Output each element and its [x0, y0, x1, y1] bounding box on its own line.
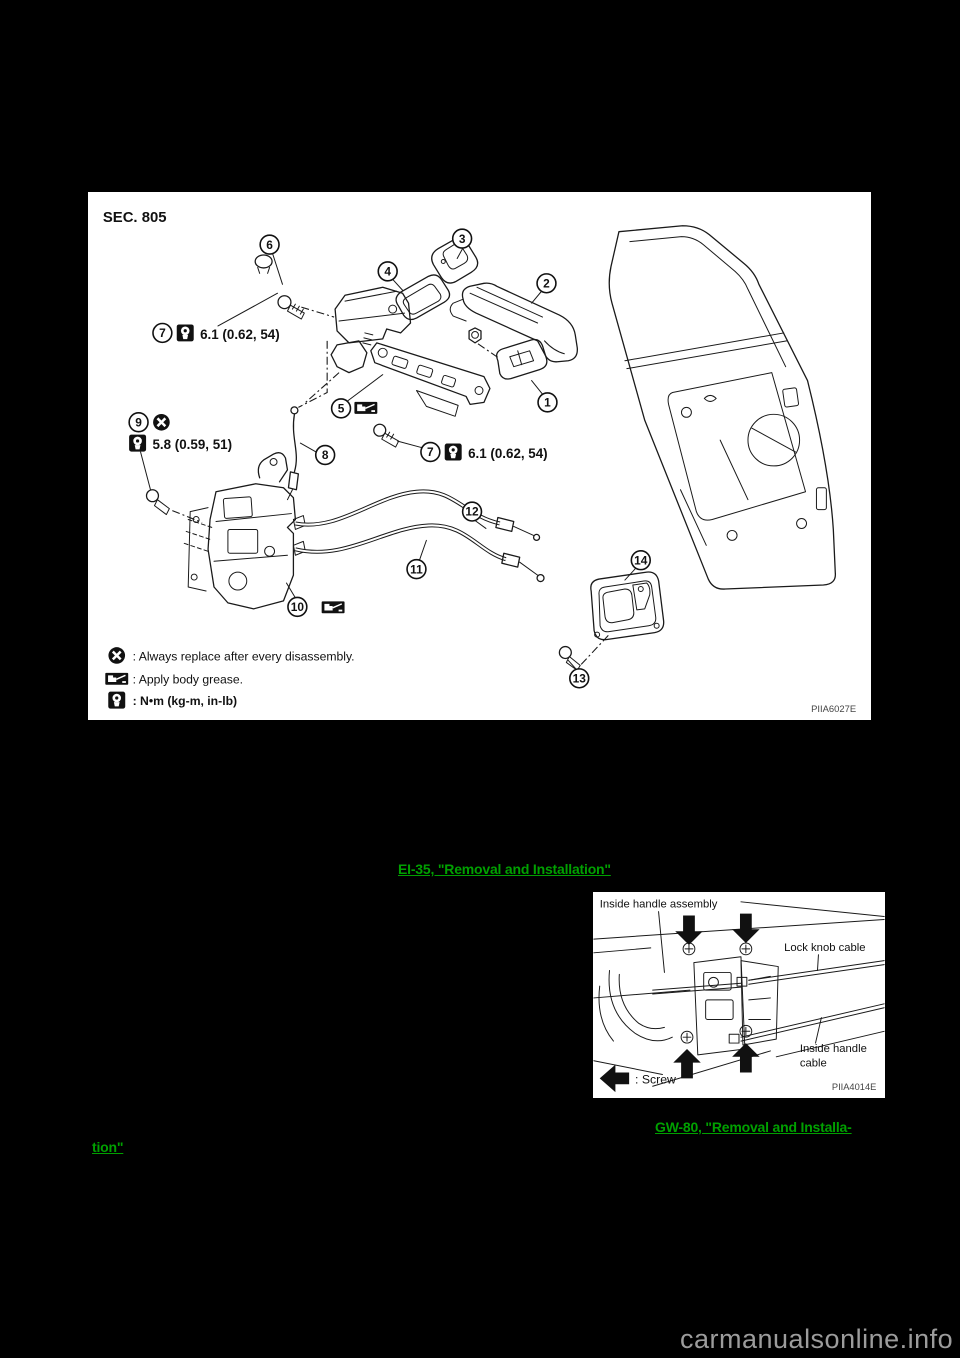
exploded-view-art: SEC. 805	[103, 210, 856, 714]
legend-torque: : N•m (kg-m, in-lb)	[133, 694, 237, 708]
main-image-id: PIIA6027E	[811, 703, 856, 714]
diagram-legend: : Always replace after every disassembly…	[104, 647, 355, 709]
callout-number-2: 2	[543, 276, 550, 290]
callout-number-7: 7	[159, 326, 166, 340]
link-gw-removal-installation-line2[interactable]: tion"	[92, 1139, 124, 1155]
callout-2	[536, 273, 557, 294]
callout-8	[314, 444, 336, 466]
lock-knob-rod-art	[286, 406, 300, 501]
callout-number-7: 7	[427, 445, 434, 459]
handle-bracket-art	[330, 286, 491, 417]
torque-icon	[129, 434, 147, 452]
inset-label-leaders	[658, 911, 822, 1044]
legend-grease: : Apply body grease.	[133, 672, 243, 686]
grease-icon	[321, 600, 346, 614]
screw-9-art	[145, 489, 170, 516]
label-inside-handle-cable: Inside handle	[800, 1043, 867, 1055]
torque-icon	[108, 691, 126, 709]
callout-13	[569, 668, 590, 689]
callout-number-11: 11	[410, 562, 423, 576]
torque-icon	[176, 324, 194, 342]
inside-handle-inset-diagram: Inside handle assembly Lock knob cable I…	[591, 890, 887, 1100]
callout-7	[420, 441, 441, 463]
screw-location-arrows	[673, 913, 760, 1079]
callout-number-10: 10	[291, 600, 305, 614]
inset-image-id: PIIA4014E	[832, 1082, 876, 1092]
handle-gasket-part-art	[395, 274, 451, 321]
link-gw-removal-installation-line1[interactable]: GW-80, "Removal and Installa-	[655, 1119, 852, 1135]
nut-part-art	[468, 327, 482, 344]
torque-value-7a: 6.1 (0.62, 54)	[200, 327, 280, 342]
inset-screws-art	[680, 942, 753, 1044]
link-ei-removal-installation[interactable]: EI-35, "Removal and Installation"	[398, 861, 611, 877]
assembly-dash-lines	[172, 306, 610, 665]
callout-14	[630, 549, 652, 571]
callout-number-8: 8	[322, 448, 329, 462]
up-arrow-icon	[732, 1043, 760, 1073]
main-exploded-diagram: SEC. 805	[86, 190, 873, 722]
handle-cover-part-art	[431, 238, 479, 284]
escutcheon-part-art	[496, 338, 548, 380]
callout-number-9: 9	[135, 415, 142, 429]
callout-number-3: 3	[459, 232, 466, 246]
callout-number-13: 13	[573, 671, 587, 685]
callout-number-5: 5	[338, 402, 345, 416]
torque-value-9: 5.8 (0.59, 51)	[152, 437, 232, 452]
callout-leaders	[140, 247, 637, 670]
callout-number-6: 6	[266, 238, 273, 252]
grease-icon	[104, 672, 129, 686]
callout-number-4: 4	[384, 265, 391, 279]
up-arrow-icon	[673, 1048, 701, 1079]
watermark: carmanualsonline.info	[680, 1324, 954, 1354]
left-arrow-icon	[599, 1064, 630, 1093]
grommet-part-art	[254, 254, 273, 274]
inset-screw-legend: : Screw	[635, 1072, 676, 1086]
screw-7a-art	[277, 295, 305, 320]
screw-13-art	[558, 645, 581, 671]
callout-10	[287, 596, 308, 618]
torque-value-7b: 6.1 (0.62, 54)	[468, 446, 548, 461]
callout-12	[461, 501, 483, 522]
replace-x-icon	[153, 413, 170, 431]
callout-6	[259, 234, 280, 255]
label-inside-handle-cable-2: cable	[800, 1058, 827, 1070]
inside-handle-art: Inside handle assembly Lock knob cable I…	[593, 899, 885, 1093]
section-title: SEC. 805	[103, 210, 167, 226]
down-arrow-icon	[732, 913, 760, 944]
grease-icon	[353, 401, 378, 415]
label-inside-handle-assembly: Inside handle assembly	[600, 899, 718, 911]
callout-number-12: 12	[465, 505, 479, 519]
callout-3	[451, 228, 473, 249]
callout-number-14: 14	[634, 553, 648, 567]
callout-1	[537, 392, 558, 413]
door-lock-assembly-art	[183, 452, 306, 610]
callout-9	[128, 412, 149, 433]
inside-handle-part-art	[590, 571, 665, 641]
inset-line-art	[593, 901, 885, 1087]
callout-7	[152, 322, 173, 344]
rear-door-panel-art	[608, 225, 836, 590]
callout-5	[330, 398, 352, 419]
callout-4	[377, 261, 398, 282]
screw-7b-art	[373, 423, 400, 448]
torque-icon	[444, 443, 462, 461]
replace-x-icon	[108, 647, 126, 664]
callout-11	[406, 558, 427, 580]
legend-replace: : Always replace after every disassembly…	[133, 649, 355, 663]
down-arrow-icon	[675, 915, 703, 945]
label-lock-knob-cable: Lock knob cable	[784, 942, 865, 954]
outside-handle-part-art	[449, 282, 578, 363]
callout-number-1: 1	[544, 396, 551, 410]
